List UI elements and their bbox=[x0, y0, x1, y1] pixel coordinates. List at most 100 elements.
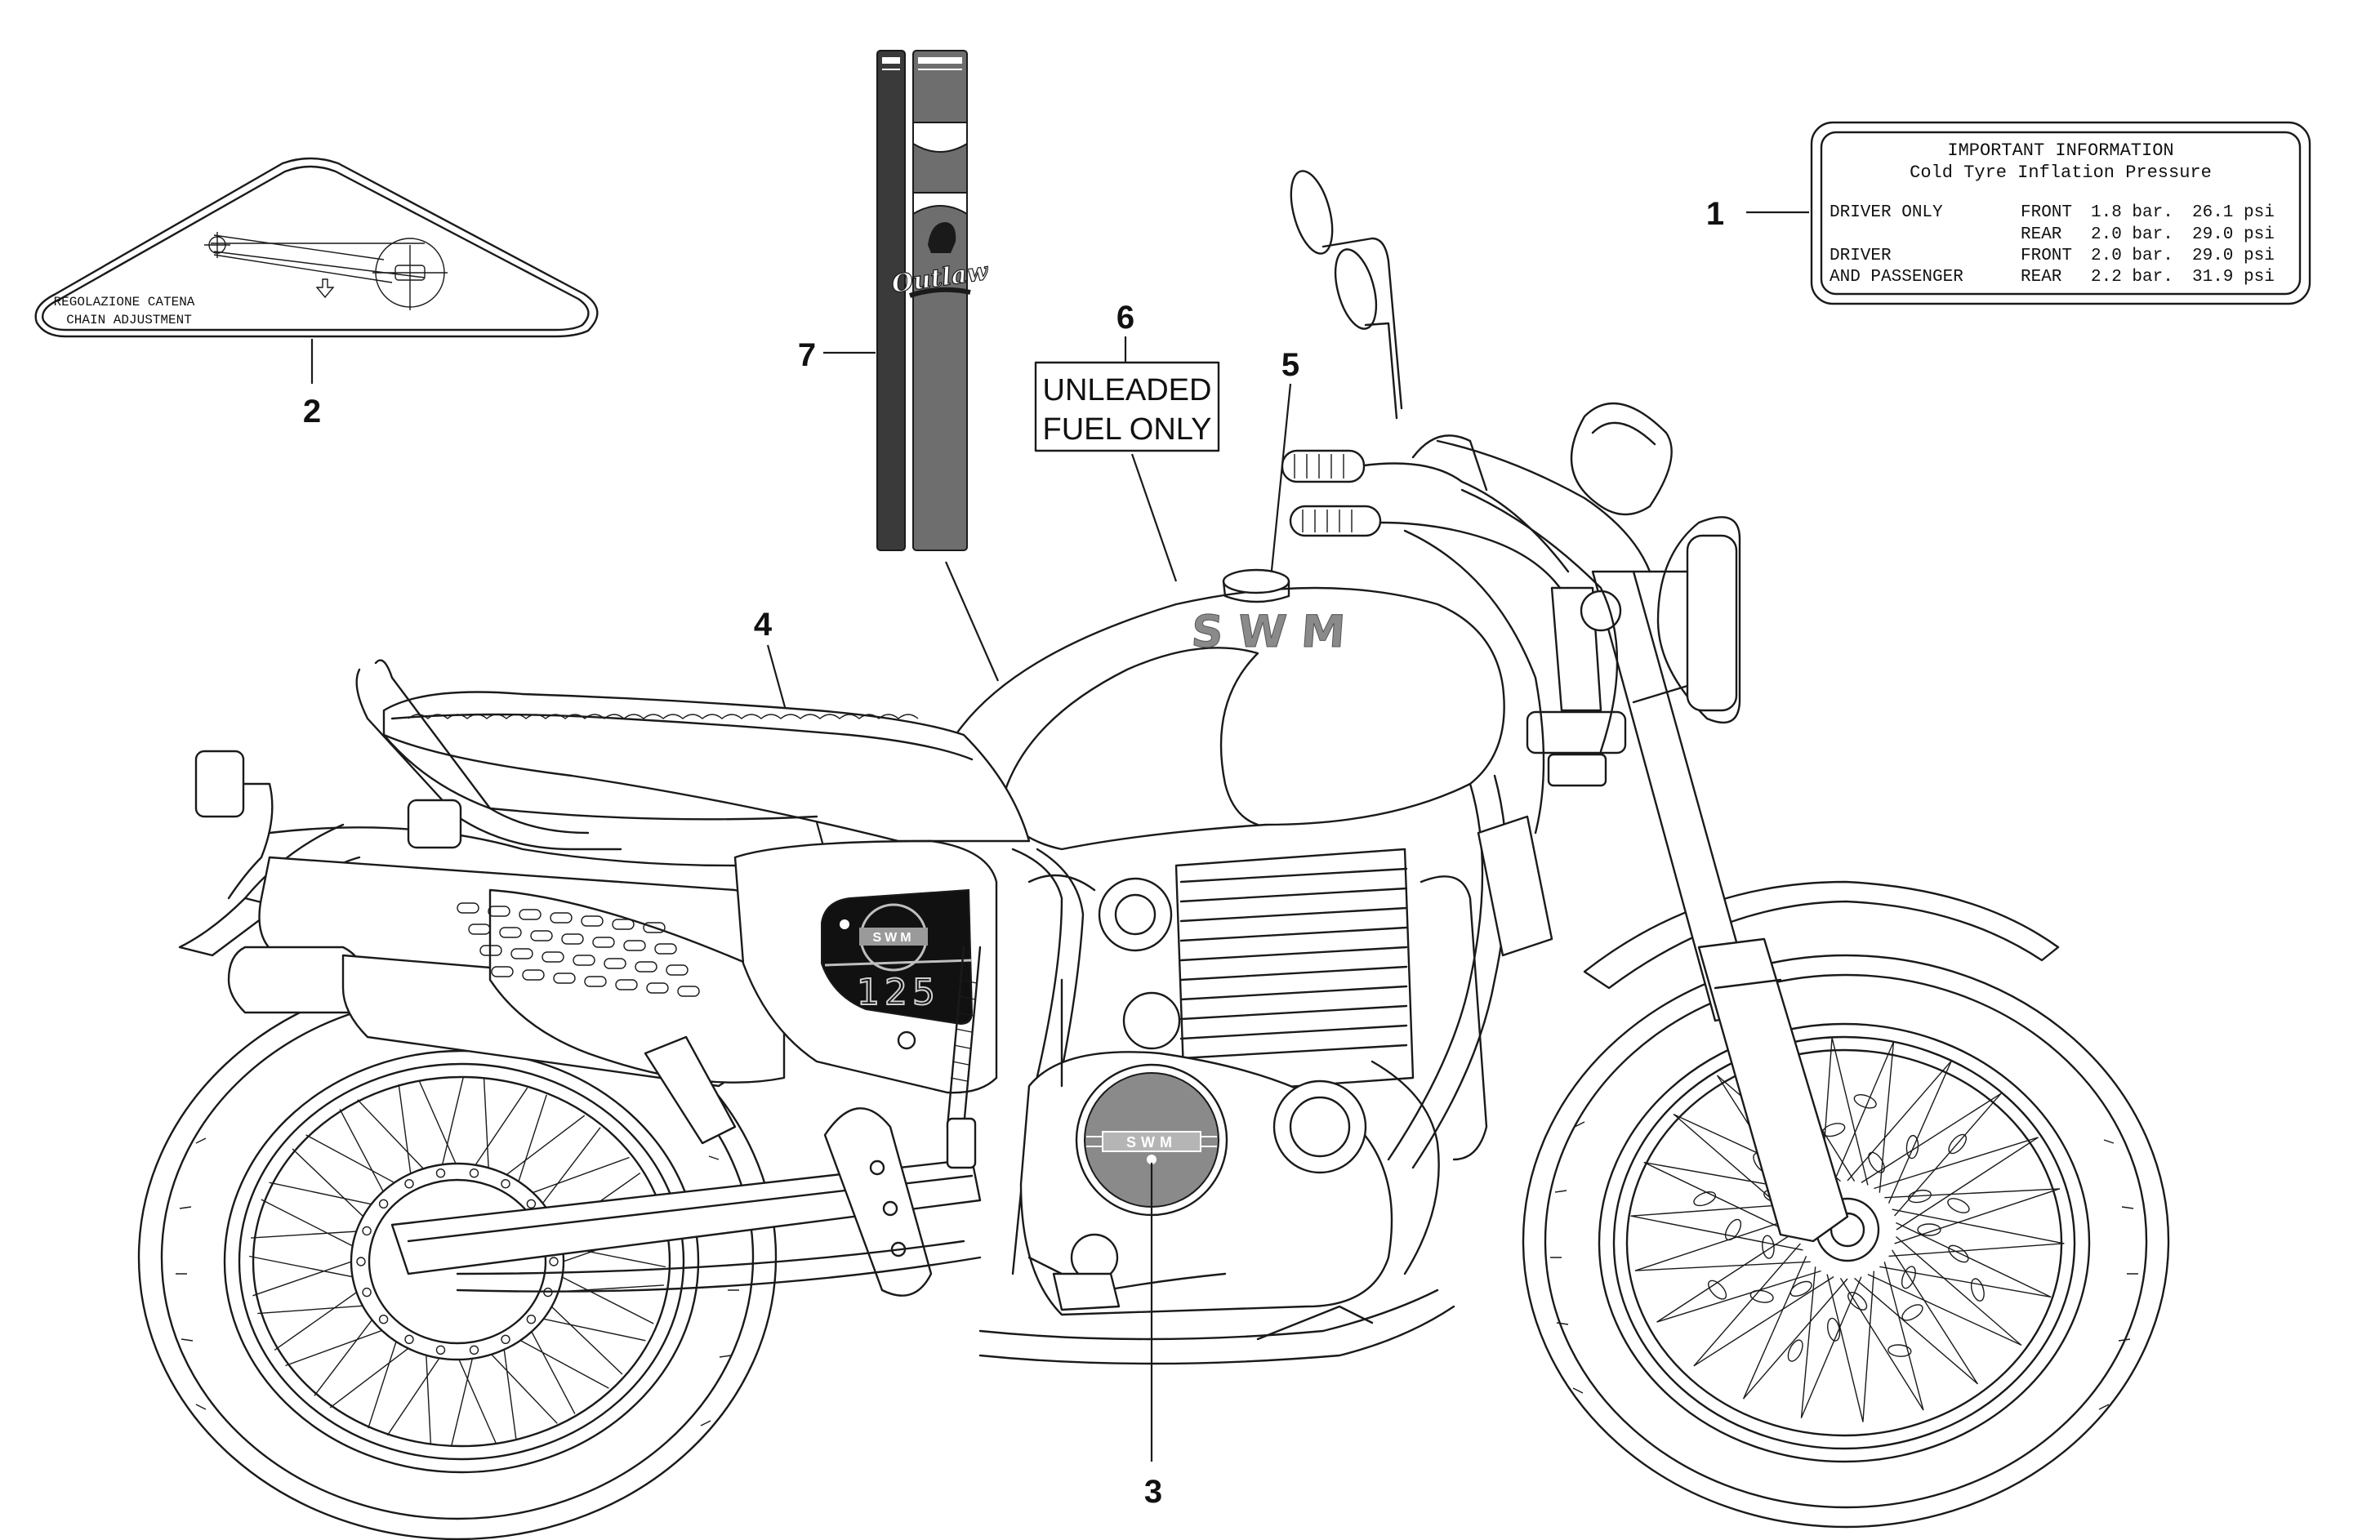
spoke bbox=[1693, 1276, 1834, 1367]
spoke bbox=[1634, 1215, 1801, 1271]
chain-label-line1: REGOLAZIONE CATENA bbox=[54, 295, 195, 309]
heatshield-slot bbox=[553, 973, 576, 984]
spoke bbox=[1693, 1243, 1801, 1367]
disc-cutout bbox=[1868, 1151, 1885, 1173]
side-panel: SWM 125 bbox=[733, 839, 998, 1094]
heatshield-slot bbox=[615, 979, 638, 990]
spoke bbox=[1874, 1137, 2039, 1190]
tyre-row-1-rider: DRIVER ONLY bbox=[1830, 203, 1943, 222]
disc-cutout bbox=[1708, 1280, 1727, 1300]
heatshield-slot bbox=[604, 958, 626, 969]
tyre-row-3-bar: 2.0 bar. bbox=[2091, 247, 2173, 265]
tyre-row-1-wheel: FRONT bbox=[2021, 203, 2072, 222]
cylinder-fin bbox=[1179, 1004, 1408, 1021]
spoke bbox=[1839, 1278, 1924, 1411]
spoke bbox=[1879, 1266, 2052, 1298]
cylinder-fin bbox=[1179, 985, 1408, 1001]
cylinder-fin bbox=[1179, 867, 1408, 883]
callout-4: 4 bbox=[754, 607, 773, 643]
disc-cutout bbox=[1693, 1191, 1717, 1207]
front-wheel bbox=[1522, 954, 2170, 1529]
heatshield-slot bbox=[561, 933, 584, 945]
heatshield-slot bbox=[499, 927, 522, 938]
disc-cutout bbox=[1917, 1223, 1941, 1236]
tyre-row-3-psi: 29.0 psi bbox=[2192, 247, 2275, 265]
disc-cutout bbox=[1905, 1134, 1919, 1159]
heatshield-slot bbox=[530, 930, 553, 941]
disc-hole bbox=[435, 1168, 446, 1178]
spoke bbox=[1892, 1249, 1978, 1385]
disc-cutout bbox=[1827, 1317, 1841, 1342]
motorcycle-drawing: SWM bbox=[137, 170, 2170, 1540]
cylinder-fin bbox=[1179, 1044, 1408, 1060]
disc-cutout bbox=[1901, 1304, 1923, 1321]
disc-hole bbox=[435, 1345, 446, 1355]
heatshield-slot bbox=[635, 961, 657, 973]
tank-logo: SWM bbox=[1190, 606, 1362, 657]
spoke bbox=[1862, 1271, 1875, 1422]
fuel-label-line1: UNLEADED bbox=[1043, 373, 1212, 407]
spoke bbox=[1643, 1161, 1799, 1238]
heatshield-slot bbox=[612, 919, 635, 930]
seat bbox=[382, 691, 1031, 843]
cylinder-fin bbox=[1179, 906, 1408, 923]
disc-cutout bbox=[1853, 1093, 1877, 1109]
cylinder-fin bbox=[1179, 926, 1408, 942]
disc-hole bbox=[362, 1287, 372, 1297]
heatshield-slot bbox=[654, 943, 677, 955]
disc-cutout bbox=[1724, 1218, 1742, 1241]
spoke bbox=[1879, 1041, 1895, 1193]
heatshield-slot bbox=[488, 906, 510, 917]
disc-hole bbox=[526, 1199, 537, 1209]
disc-hole bbox=[501, 1178, 510, 1189]
callout-6-leader-tank bbox=[1130, 453, 1178, 582]
side-panel-decal bbox=[821, 888, 974, 1026]
disc-cutout bbox=[1888, 1344, 1912, 1357]
spoke bbox=[1656, 1229, 1799, 1323]
tyre-row-2-bar: 2.0 bar. bbox=[2091, 225, 2173, 244]
spoke bbox=[1894, 1093, 2002, 1217]
heatshield-slot bbox=[550, 912, 573, 924]
disc-hole bbox=[501, 1334, 510, 1345]
disc-hole bbox=[378, 1199, 389, 1209]
exhaust bbox=[227, 856, 786, 1145]
engine bbox=[1019, 815, 1553, 1316]
main-frame bbox=[978, 774, 1509, 1365]
chain-label-line2: CHAIN ADJUSTMENT bbox=[66, 313, 192, 327]
disc-cutout bbox=[1749, 1289, 1774, 1303]
footrest bbox=[1052, 1272, 1374, 1341]
disc-cutout bbox=[1901, 1266, 1916, 1289]
tyre-row-4-wheel: REAR bbox=[2021, 268, 2062, 287]
rear-indicator bbox=[194, 750, 462, 900]
stripe-helmet-icon bbox=[928, 222, 956, 253]
heatshield-slot bbox=[519, 909, 542, 920]
disc-cutout bbox=[1762, 1235, 1775, 1259]
spoke bbox=[1888, 1243, 2065, 1257]
spoke bbox=[1896, 1137, 2039, 1231]
tyre-pressure-label: IMPORTANT INFORMATION Cold Tyre Inflatio… bbox=[1810, 121, 2311, 305]
front-spokes bbox=[1630, 1037, 2065, 1422]
callout-5: 5 bbox=[1281, 347, 1299, 383]
disc-cutout bbox=[1948, 1244, 1969, 1263]
mirrors bbox=[1290, 170, 1403, 420]
unleaded-fuel-label: UNLEADED FUEL ONLY bbox=[1034, 361, 1220, 452]
callout-7: 7 bbox=[798, 337, 816, 373]
spoke bbox=[1826, 1274, 1864, 1422]
disc-cutout bbox=[1970, 1278, 1985, 1302]
disc-cutout bbox=[1847, 1291, 1868, 1311]
heatshield-slot bbox=[666, 964, 689, 976]
spoke bbox=[1888, 1060, 1953, 1204]
spoke bbox=[1656, 1270, 1821, 1323]
heatshield-slot bbox=[646, 982, 669, 994]
spoke bbox=[1800, 1266, 1816, 1418]
heatshield-slot bbox=[623, 940, 646, 951]
disc-cutout bbox=[1947, 1198, 1970, 1213]
heatshield-slot bbox=[468, 924, 491, 935]
callout-3-dot bbox=[1147, 1155, 1157, 1164]
disc-hole bbox=[362, 1226, 372, 1236]
disc-hole bbox=[378, 1314, 389, 1324]
headlight bbox=[1632, 516, 1741, 724]
cylinder-fin bbox=[1179, 887, 1408, 903]
exhaust-heatshield-holes bbox=[457, 902, 700, 997]
